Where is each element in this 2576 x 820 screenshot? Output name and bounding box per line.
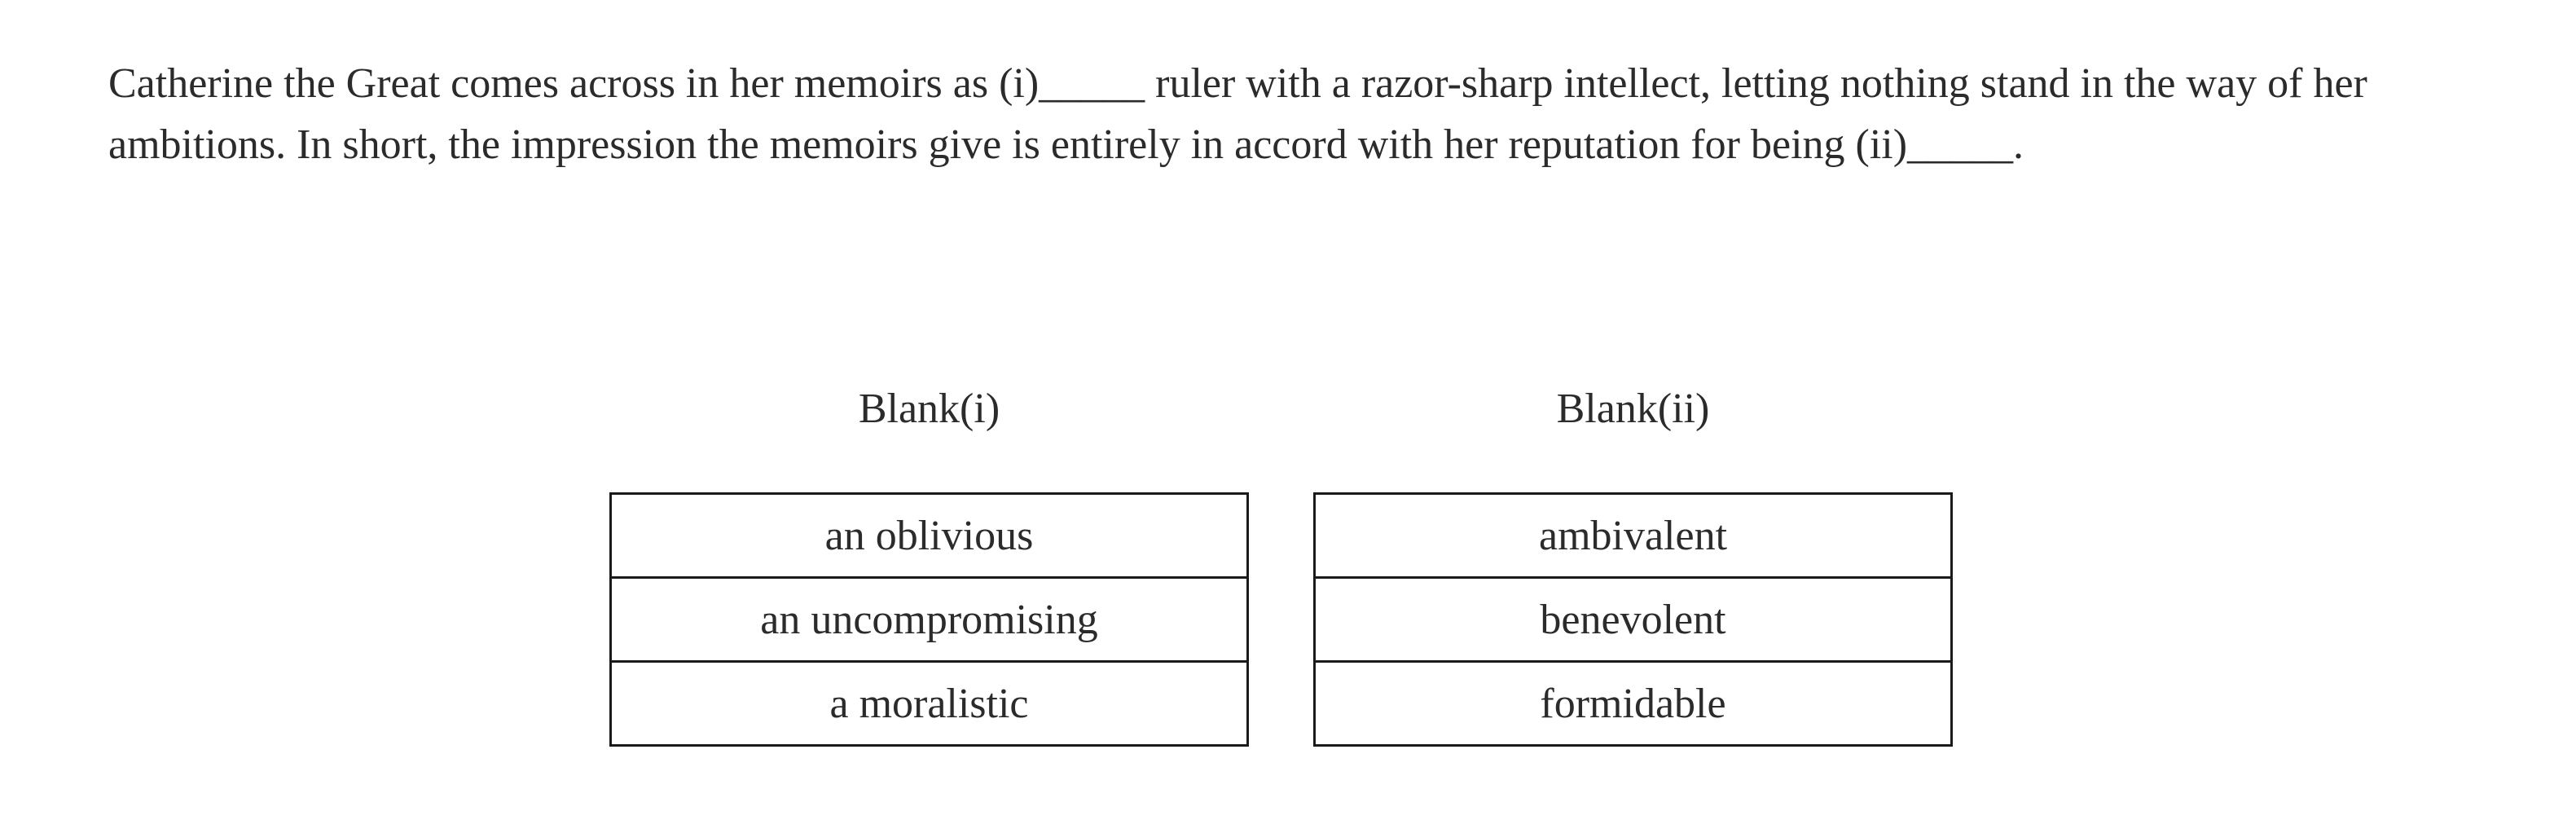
table-row: a moralistic [609, 660, 1249, 747]
blank-i-option-3[interactable]: a moralistic [609, 660, 1249, 747]
blank-ii-option-3[interactable]: formidable [1313, 660, 1953, 747]
blank-i-options-table: an oblivious an uncompromising a moralis… [609, 492, 1249, 747]
blank-i-column: Blank(i) an oblivious an uncompromising … [609, 385, 1249, 747]
blank-ii-options-table: ambivalent benevolent formidable [1313, 492, 1953, 747]
blank-ii-header: Blank(ii) [1556, 386, 1710, 432]
blank-ii-option-1[interactable]: ambivalent [1313, 492, 1953, 579]
passage-line-2: ambitions. In short, the impression the … [108, 121, 2024, 168]
blank-ii-option-2[interactable]: benevolent [1313, 576, 1953, 663]
blank-i-option-2[interactable]: an uncompromising [609, 576, 1249, 663]
blank-i-option-1[interactable]: an oblivious [609, 492, 1249, 579]
question-passage: Catherine the Great comes across in her … [108, 53, 2367, 175]
table-row: an oblivious [609, 492, 1249, 579]
blank-ii-column: Blank(ii) ambivalent benevolent formidab… [1313, 385, 1953, 747]
table-row: formidable [1313, 660, 1953, 747]
passage-line-1: Catherine the Great comes across in her … [108, 60, 2367, 107]
blank-i-header: Blank(i) [858, 386, 1000, 432]
table-row: an uncompromising [609, 576, 1249, 663]
table-row: ambivalent [1313, 492, 1953, 579]
table-row: benevolent [1313, 576, 1953, 663]
